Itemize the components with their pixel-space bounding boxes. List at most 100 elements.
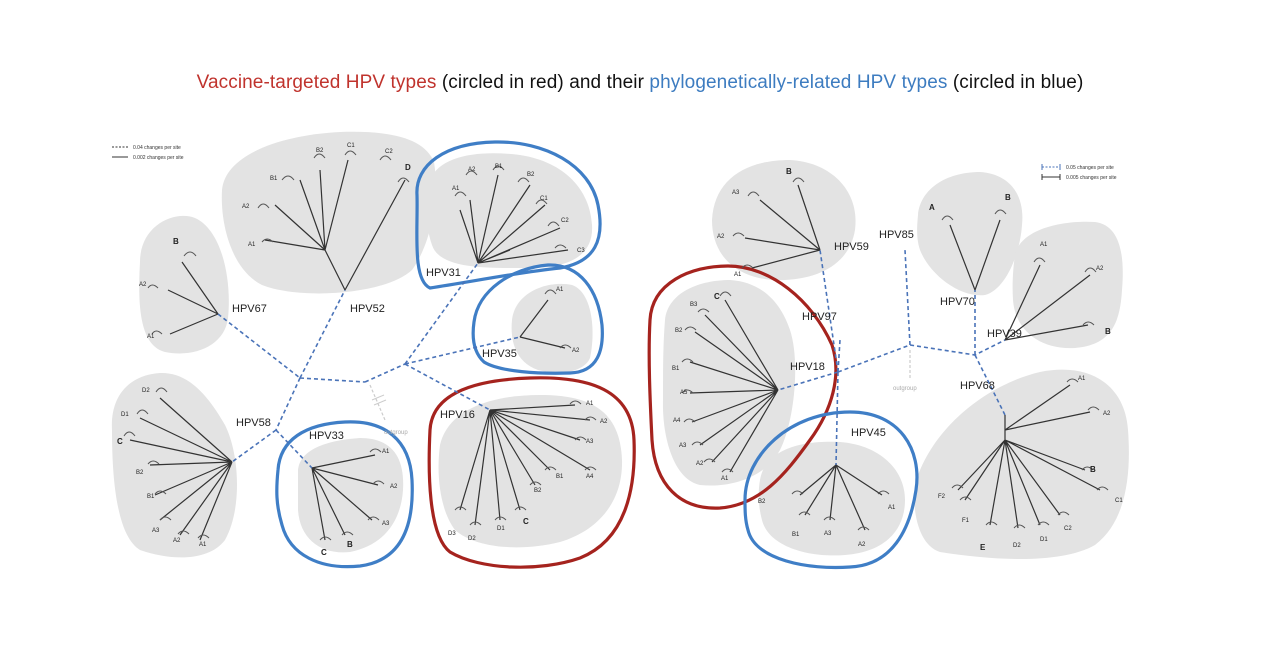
hpv18-clade: [662, 280, 796, 486]
hpv16-lineage-A4: A4: [586, 474, 594, 480]
hpv31-subtree: A2 B1 B2 A1 C1 C2 C3 HPV31: [426, 164, 585, 279]
hpv70-lineage-B: B: [1005, 193, 1011, 202]
hpv52-lineage-B1: B1: [270, 176, 278, 182]
right-scale-legend: 0.05 changes per site 0.005 changes per …: [1041, 164, 1117, 181]
hpv18-lineage-B3: B3: [690, 302, 698, 308]
hpv33-subtree: A1 A2 A3 B C HPV33: [309, 430, 398, 557]
hpv16-red-ring: [427, 376, 636, 569]
hpv39-subtree: A1 A2 B HPV39: [987, 242, 1111, 341]
hpv59-subtree: B A3 A2 A1 HPV59: [717, 167, 869, 278]
hpv16-lineage-A1: A1: [586, 401, 594, 407]
hpv70-lineage-A: A: [929, 203, 935, 212]
hpv45-lineage-A1: A1: [888, 505, 896, 511]
hpv45-blue-ring: [743, 410, 919, 570]
hpv16-lineage-A2: A2: [600, 419, 608, 425]
hpv85-label: HPV85: [879, 229, 914, 241]
figure-title: Vaccine-targeted HPV types (circled in r…: [0, 72, 1280, 94]
hpv45-lineage-B2: B2: [758, 499, 766, 505]
hpv18-lineage-A4: A4: [673, 418, 681, 424]
hpv68-lineage-F1: F1: [962, 518, 970, 524]
left-scale-legend: 0.04 changes per site 0.002 changes per …: [112, 145, 184, 161]
hpv33-lineage-B: B: [347, 540, 353, 549]
hpv58-lineage-D1: D1: [121, 412, 129, 418]
right-tree: 0.05 changes per site 0.005 changes per …: [647, 160, 1129, 570]
hpv45-lineage-A2: A2: [858, 542, 866, 548]
left-backbone: [217, 262, 521, 469]
hpv33-label: HPV33: [309, 430, 344, 442]
hpv31-lineage-B2: B2: [527, 172, 535, 178]
hpv39-lineage-B: B: [1105, 327, 1111, 336]
left-tree: 0.04 changes per site 0.002 changes per …: [111, 131, 636, 569]
hpv58-lineage-A3: A3: [152, 528, 160, 534]
hpv70-clade: [917, 172, 1023, 296]
hpv45-lineage-A3: A3: [824, 531, 832, 537]
hpv58-subtree: D2 D1 C B2 B1 A3 A2 A1 HPV58: [117, 387, 271, 548]
hpv35-label: HPV35: [482, 348, 517, 360]
hpv67-lineage-B: B: [173, 237, 179, 246]
hpv59-lineage-A3: A3: [732, 190, 740, 196]
hpv68-lineage-F2: F2: [938, 494, 946, 500]
hpv68-lineage-A1: A1: [1078, 376, 1086, 382]
hpv39-lineage-A2: A2: [1096, 266, 1104, 272]
hpv16-label: HPV16: [440, 409, 475, 421]
hpv68-lineage-D2: D2: [1013, 543, 1021, 549]
hpv39-label: HPV39: [987, 328, 1022, 340]
right-outgroup-label: outgroup: [893, 386, 917, 392]
hpv58-lineage-B2: B2: [136, 470, 144, 476]
hpv68-lineage-C2: C2: [1064, 526, 1072, 532]
right-legend-solid: 0.005 changes per site: [1066, 175, 1117, 181]
hpv18-lineage-A5: A5: [680, 390, 688, 396]
hpv45-label: HPV45: [851, 427, 886, 439]
hpv67-lineage-A2: A2: [139, 282, 147, 288]
hpv68-subtree: A1 A2 B C1 C2 D1 D2 E F1 F2 HPV68: [938, 376, 1123, 552]
hpv31-blue-ring: [415, 140, 602, 290]
right-legend-dashed: 0.05 changes per site: [1066, 165, 1114, 171]
hpv33-lineage-A3: A3: [382, 521, 390, 527]
hpv59-lineage-A1: A1: [734, 272, 742, 278]
hpv31-lineage-B1: B1: [495, 164, 503, 170]
title-blue-part: phylogenetically-related HPV types: [649, 72, 948, 93]
left-legend-solid: 0.002 changes per site: [133, 155, 184, 161]
right-backbone: [777, 249, 1006, 466]
hpv18-lineage-A3: A3: [679, 443, 687, 449]
hpv67-label: HPV67: [232, 303, 267, 315]
hpv68-label: HPV68: [960, 380, 995, 392]
hpv18-red-ring: [647, 264, 838, 510]
hpv31-lineage-C1: C1: [540, 196, 548, 202]
hpv58-lineage-A1: A1: [199, 542, 207, 548]
hpv52-label: HPV52: [350, 303, 385, 315]
hpv16-subtree: A1 A2 A3 B1 A4 B2 D3 D2 D1 C HPV16: [440, 400, 608, 542]
hpv45-subtree: B2 B1 A3 A2 A1 HPV45: [758, 427, 896, 548]
hpv16-lineage-B1: B1: [556, 474, 564, 480]
hpv70-label: HPV70: [940, 296, 975, 308]
hpv16-lineage-D1: D1: [497, 526, 505, 532]
hpv18-lineage-C: C: [714, 292, 720, 301]
hpv68-lineage-E: E: [980, 543, 986, 552]
hpv35-subtree: A1 A2 HPV35: [482, 287, 580, 360]
hpv58-lineage-B1: B1: [147, 494, 155, 500]
hpv31-lineage-C2: C2: [561, 218, 569, 224]
hpv18-lineage-A1: A1: [721, 476, 729, 482]
hpv68-lineage-C1: C1: [1115, 498, 1123, 504]
hpv59-lineage-B: B: [786, 167, 792, 176]
hpv45-lineage-B1: B1: [792, 532, 800, 538]
hpv52-subtree: B2 C1 C2 D B1 A2 A1 HPV52: [242, 143, 411, 315]
hpv35-blue-ring: [471, 263, 604, 375]
hpv16-lineage-D3: D3: [448, 531, 456, 537]
hpv97-label: HPV97: [802, 311, 837, 323]
hpv52-lineage-A1: A1: [248, 242, 256, 248]
hpv18-label: HPV18: [790, 361, 825, 373]
hpv18-lineage-A2: A2: [696, 461, 704, 467]
hpv18-lineage-B1: B1: [672, 366, 680, 372]
hpv33-blue-ring: [275, 420, 414, 569]
hpv52-lineage-A2: A2: [242, 204, 250, 210]
hpv18-subtree: B3 C B2 B1 A5 A4 A3 A2 A1 HPV18: [672, 291, 825, 482]
hpv68-lineage-A2: A2: [1103, 411, 1111, 417]
title-black-part-1: (circled in red) and their: [436, 72, 650, 93]
hpv52-lineage-D: D: [405, 163, 411, 172]
title-red-part: Vaccine-targeted HPV types: [196, 72, 437, 93]
hpv33-lineage-A2: A2: [390, 484, 398, 490]
hpv52-lineage-B2: B2: [316, 148, 324, 154]
hpv58-lineage-D2: D2: [142, 388, 150, 394]
